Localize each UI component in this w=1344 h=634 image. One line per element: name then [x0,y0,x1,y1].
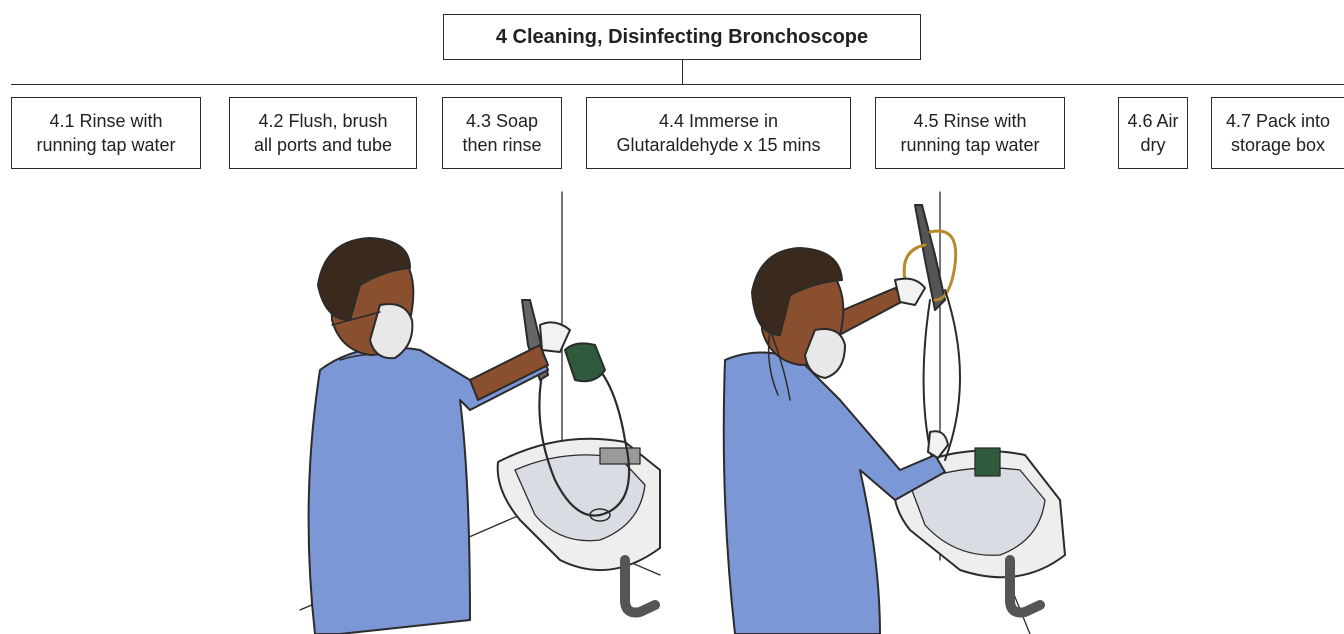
step-box-4-6: 4.6 Air dry [1118,97,1188,169]
step-box-4-4: 4.4 Immerse in Glutaraldehyde x 15 mins [586,97,851,169]
step-box-4-5: 4.5 Rinse with running tap water [875,97,1065,169]
step-label-line1: 4.1 Rinse with [49,109,162,133]
step-label-line2: then rinse [462,133,541,157]
step-box-4-7: 4.7 Pack into storage box [1211,97,1344,169]
step-label-line2: running tap water [900,133,1039,157]
step-label-line1: 4.2 Flush, brush [258,109,387,133]
cleaning-illustration [0,180,1344,634]
person-rinsing-bronchoscope-sink-illustration [724,192,1065,634]
step-label-line1: 4.7 Pack into [1226,109,1330,133]
step-label-line2: Glutaraldehyde x 15 mins [616,133,820,157]
step-label-line2: storage box [1231,133,1325,157]
step-box-4-3: 4.3 Soap then rinse [442,97,562,169]
person-cleaning-bronchoscope-sink-illustration [300,192,660,634]
steps-connector-horizontal [11,84,1344,85]
title-connector-vertical [682,60,683,84]
step-label-line1: 4.6 Air [1127,109,1178,133]
step-box-4-2: 4.2 Flush, brush all ports and tube [229,97,417,169]
diagram-title: 4 Cleaning, Disinfecting Bronchoscope [443,14,921,60]
step-label-line1: 4.3 Soap [466,109,538,133]
step-label-line2: running tap water [36,133,175,157]
step-box-4-1: 4.1 Rinse with running tap water [11,97,201,169]
step-label-line2: dry [1140,133,1165,157]
step-label-line1: 4.5 Rinse with [913,109,1026,133]
step-label-line1: 4.4 Immerse in [659,109,778,133]
step-label-line2: all ports and tube [254,133,392,157]
